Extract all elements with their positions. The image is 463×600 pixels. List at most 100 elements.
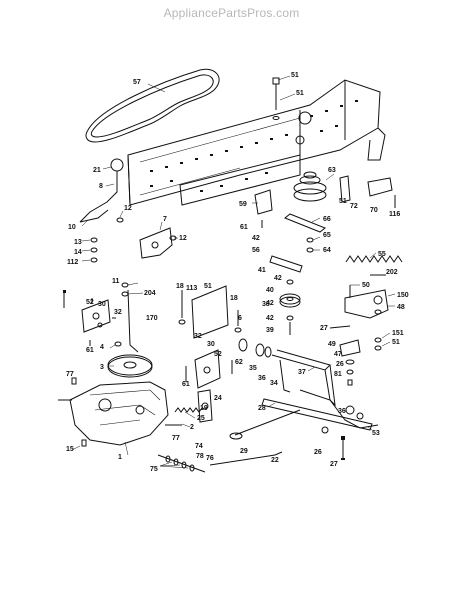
part-label: 8 <box>99 183 103 190</box>
part-label: 15 <box>66 446 74 453</box>
spring-55 <box>345 255 403 263</box>
part-label: 62 <box>235 359 243 366</box>
spring-25 <box>174 389 213 423</box>
brake-parts <box>329 325 361 386</box>
part-label: 30 <box>207 341 215 348</box>
part-label: 42 <box>266 300 274 307</box>
part-label: 63 <box>328 167 336 174</box>
part-label: 78 <box>196 453 204 460</box>
part-label: 12 <box>124 205 132 212</box>
part-label: 66 <box>323 216 331 223</box>
part-label: 116 <box>389 211 400 218</box>
part-label: 51 <box>291 72 299 79</box>
brake-arm <box>344 274 389 351</box>
shaft-assembly <box>238 338 336 407</box>
part-label: 77 <box>172 435 180 442</box>
part-label: 70 <box>370 207 378 214</box>
part-label: 35 <box>249 365 257 372</box>
part-label: 151 <box>392 330 404 337</box>
part-label: 52 <box>214 351 222 358</box>
part-label: 32 <box>114 309 122 316</box>
part-label: 50 <box>362 282 370 289</box>
pivot-shaft <box>261 389 379 431</box>
hardware-bottom <box>321 426 345 460</box>
part-label: 56 <box>252 247 260 254</box>
part-label: 77 <box>66 371 74 378</box>
pulley-63 <box>293 171 327 202</box>
bracket-lower-center <box>185 349 233 389</box>
part-label: 3 <box>100 364 104 371</box>
part-label: 6 <box>238 315 242 322</box>
part-label: 204 <box>144 290 156 297</box>
part-label: 75 <box>150 466 158 473</box>
part-label: 113 <box>186 285 197 292</box>
part-label: 25 <box>197 415 205 422</box>
axle-parts <box>81 439 206 473</box>
part-label: 51 <box>339 198 347 205</box>
hardware <box>63 217 177 308</box>
part-label: 12 <box>179 235 187 242</box>
part-label: 42 <box>252 235 260 242</box>
part-label: 112 <box>67 259 78 266</box>
part-label: 22 <box>271 457 279 464</box>
part-label: 29 <box>240 448 248 455</box>
part-label: 41 <box>258 267 266 274</box>
part-label: 13 <box>74 239 82 246</box>
part-label: 170 <box>146 315 158 322</box>
part-label: 61 <box>86 347 94 354</box>
part-label: 4 <box>100 344 104 351</box>
part-label: 34 <box>270 380 278 387</box>
part-label: 65 <box>323 232 331 239</box>
part-label: 42 <box>266 315 274 322</box>
idler-arm <box>284 213 326 253</box>
part-label: 14 <box>74 249 82 256</box>
bracket-7 <box>139 227 173 259</box>
part-label: 18 <box>176 283 184 290</box>
transaxle <box>58 377 182 446</box>
part-label: 48 <box>397 304 405 311</box>
part-label: 76 <box>206 455 214 462</box>
part-labels: 57 51 51 21 8 10 12 13 14 112 7 12 11 20… <box>66 72 409 473</box>
rod-29-22 <box>209 409 301 466</box>
bracket-59 <box>254 189 273 228</box>
watermark: AppliancePartsPros.com <box>163 6 300 20</box>
part-label: 61 <box>182 381 190 388</box>
part-label: 26 <box>336 361 344 368</box>
part-label: 21 <box>93 167 101 174</box>
drive-belt <box>85 68 220 143</box>
part-label: 51 <box>204 283 212 290</box>
leader-lines <box>71 75 396 469</box>
part-label: 57 <box>133 79 141 86</box>
part-label: 1 <box>118 454 122 461</box>
pulley-3 <box>107 341 153 378</box>
part-label: 36 <box>338 408 346 415</box>
part-label: 53 <box>372 430 380 437</box>
part-label: 47 <box>334 351 342 358</box>
part-label: 72 <box>350 203 358 210</box>
part-label: 18 <box>230 295 238 302</box>
part-label: 81 <box>334 371 342 378</box>
part-label: 19 <box>200 405 208 412</box>
part-label: 150 <box>397 292 409 299</box>
shift-lever <box>79 158 124 223</box>
part-label: 2 <box>190 424 194 431</box>
part-label: 27 <box>330 461 338 468</box>
part-label: 38 <box>262 301 270 308</box>
part-label: 28 <box>258 405 266 412</box>
part-label: 7 <box>163 216 167 223</box>
part-label: 32 <box>194 333 202 340</box>
idler-pulley <box>269 255 303 335</box>
part-label: 202 <box>386 269 398 276</box>
part-label: 51 <box>392 339 400 346</box>
part-label: 36 <box>258 375 266 382</box>
bolt-51-top <box>272 77 280 120</box>
part-label: 59 <box>239 201 247 208</box>
part-label: 74 <box>195 443 203 450</box>
bracket-left <box>81 298 116 346</box>
part-label: 27 <box>320 325 328 332</box>
part-label: 42 <box>274 275 282 282</box>
part-label: 55 <box>378 251 386 258</box>
part-label: 11 <box>112 278 120 285</box>
